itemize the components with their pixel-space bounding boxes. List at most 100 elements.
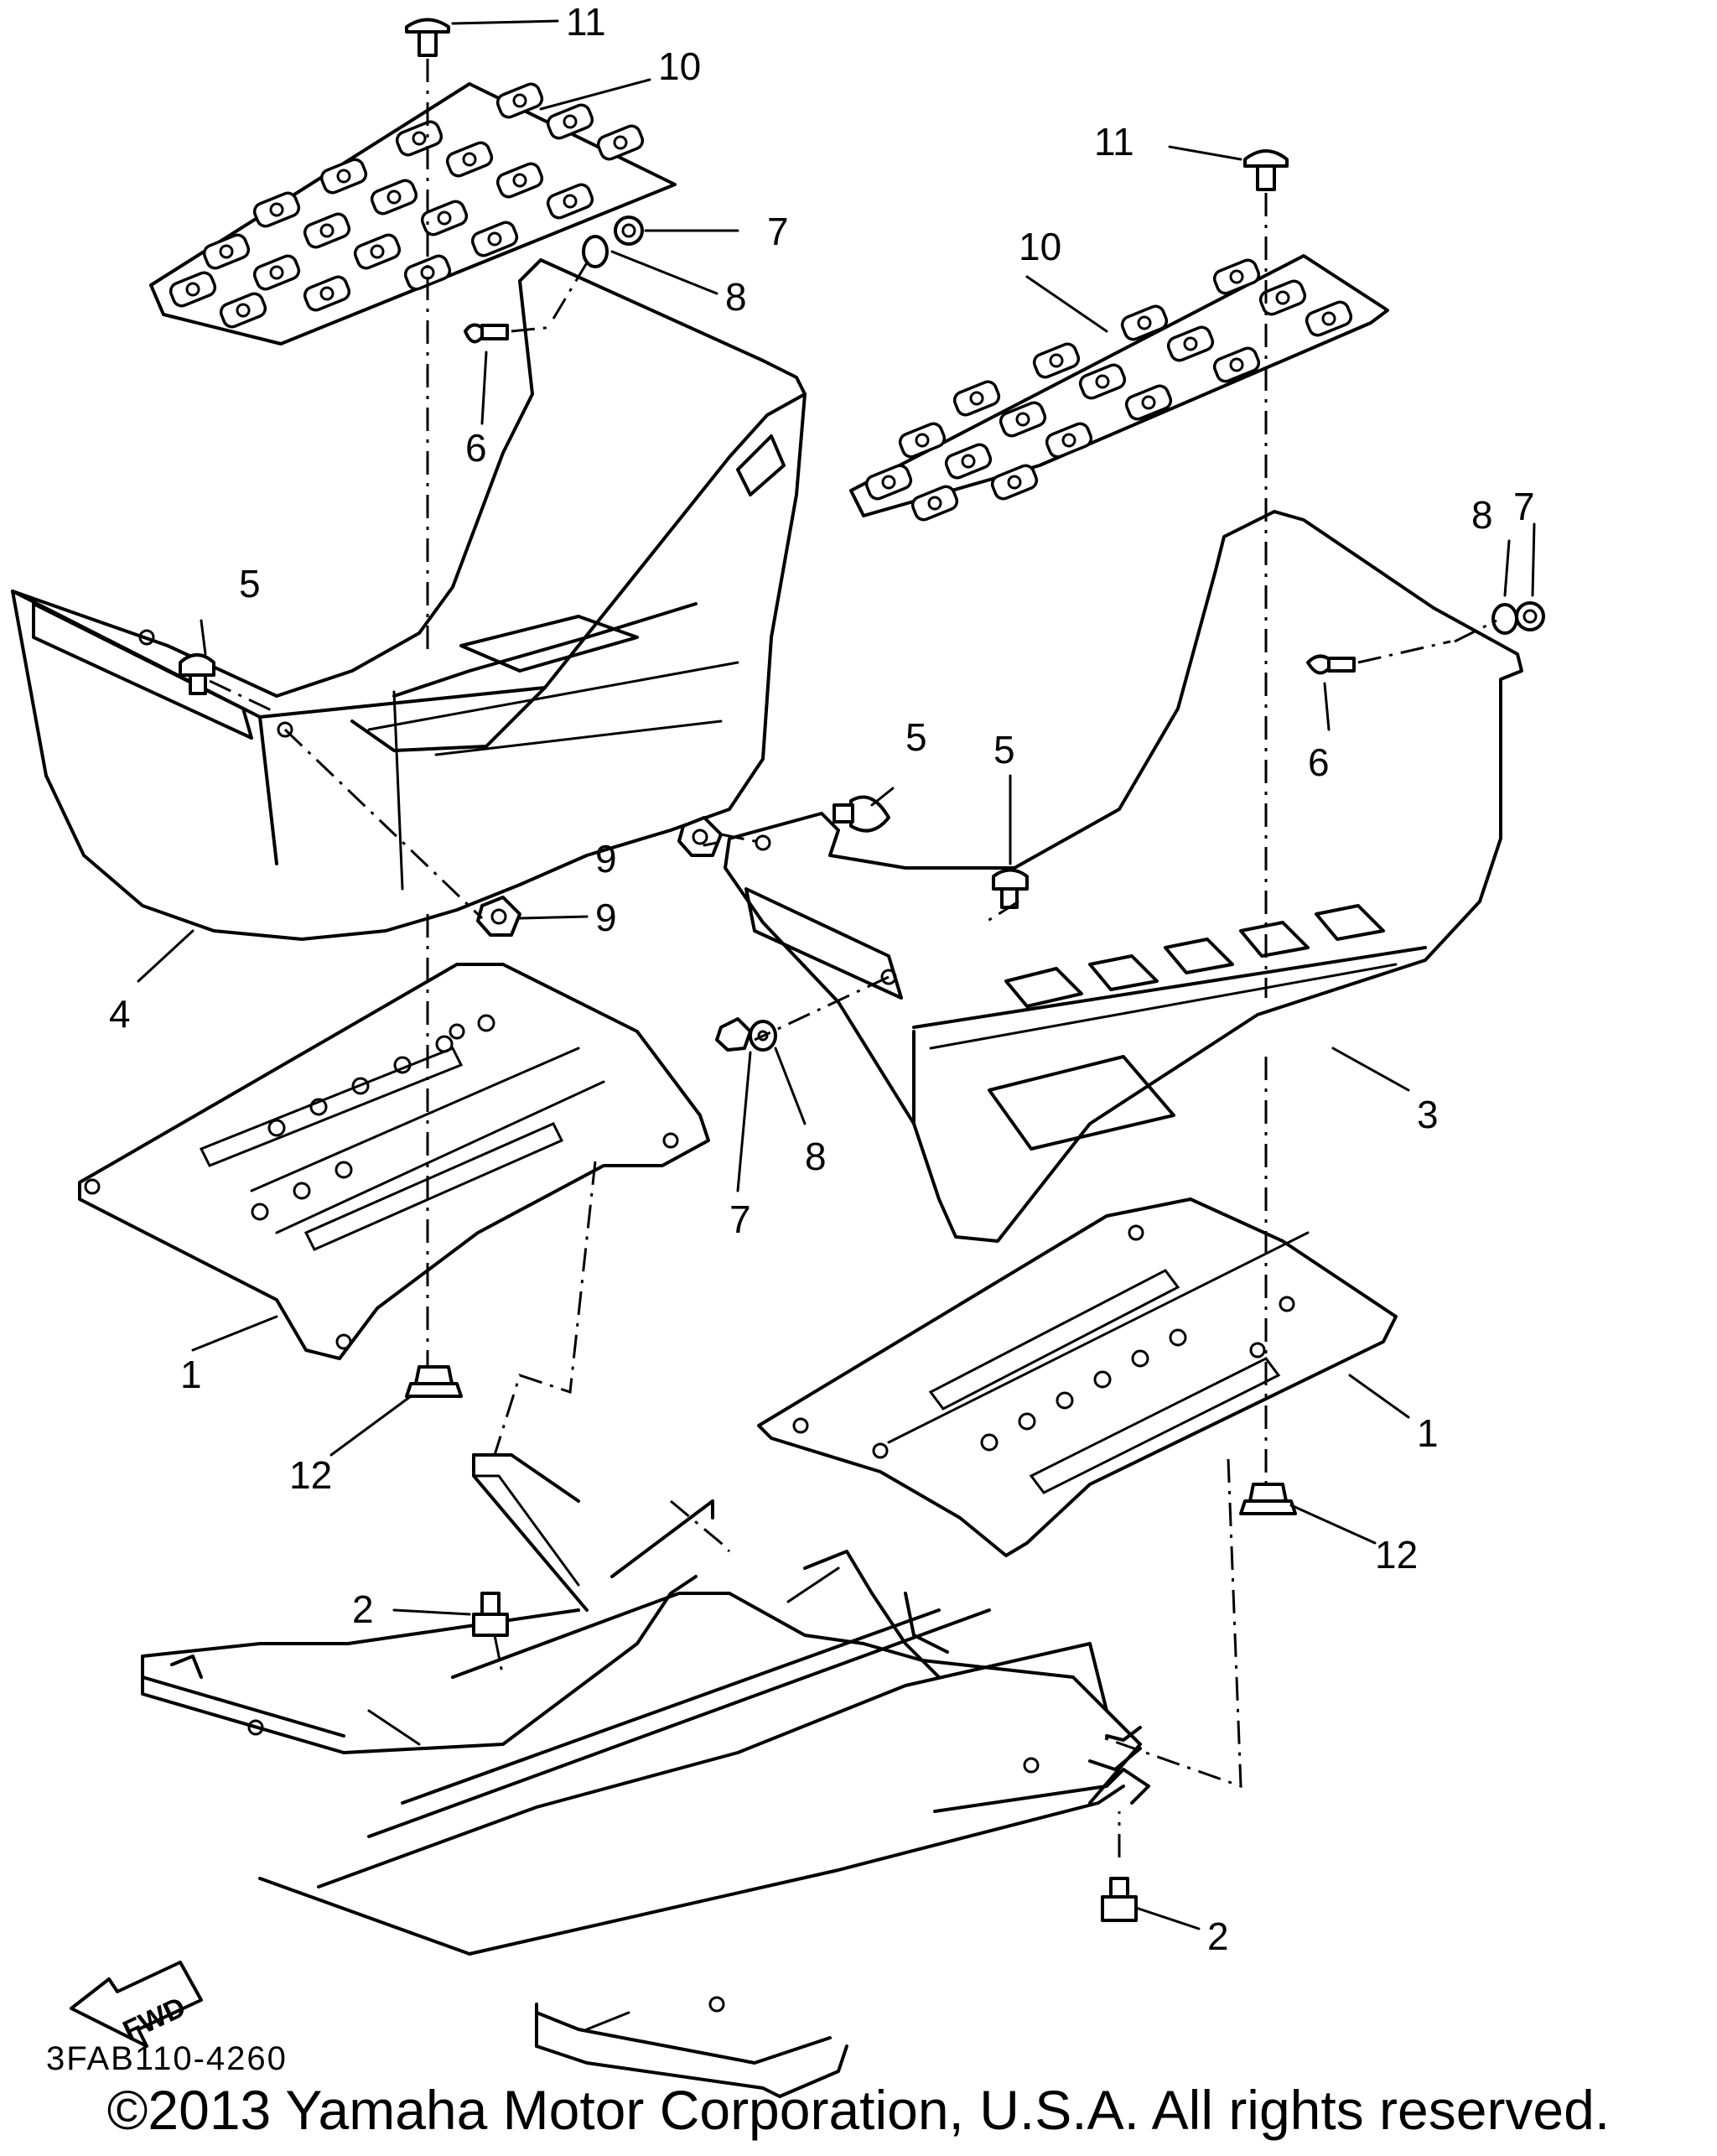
right-flap [724, 510, 1523, 1243]
mat-pad-hole [1007, 475, 1022, 490]
nut-7-left-top [614, 216, 644, 246]
mat-pad [445, 141, 494, 178]
callout-12-left: 12 [289, 1453, 332, 1497]
mat-pad-hole [219, 244, 234, 259]
mat-pad [1032, 342, 1081, 379]
fasteners [179, 18, 1545, 1922]
mat-pad [403, 254, 452, 291]
callout-6-left: 6 [465, 426, 487, 470]
bolt-5-right-a [849, 795, 890, 833]
mat-pad-hole [1183, 336, 1198, 351]
leader-lines [137, 19, 1536, 1930]
mat-pad [1212, 258, 1261, 295]
mat-pad [1078, 363, 1127, 400]
mat-pad [370, 179, 418, 216]
mat-pad-hole [386, 190, 402, 205]
mat-pad [495, 82, 544, 119]
mat-pad-hole [1229, 357, 1244, 372]
screw-11-left [405, 18, 450, 34]
mat-pad-hole [319, 286, 335, 301]
mat-pad [303, 275, 351, 312]
callouts: 11 10 7 8 6 5 9 4 1 12 2 11 10 8 7 6 5 5… [109, 0, 1535, 1958]
mat-pad-hole [1275, 290, 1290, 305]
mat-pad-hole [462, 152, 477, 167]
fwd-arrow: FWD [70, 1961, 203, 2048]
mat-pad-hole [915, 433, 930, 448]
mat-pad-hole [319, 223, 335, 238]
callout-10-left: 10 [658, 44, 701, 88]
callout-11-right: 11 [1094, 120, 1134, 164]
mat-pad [319, 158, 368, 195]
mat-pad [303, 212, 351, 249]
callout-5-right-b: 5 [993, 728, 1015, 771]
nut-7-right [1515, 601, 1545, 631]
callout-9-right: 9 [595, 837, 617, 881]
mat-pad-hole [236, 303, 251, 318]
callout-4: 4 [109, 992, 131, 1036]
callout-5-left: 5 [239, 562, 261, 605]
mat-pad [546, 183, 594, 220]
right-footrest-guard [757, 1197, 1398, 1557]
mat-pad-hole [563, 194, 578, 209]
callout-2-left: 2 [352, 1587, 374, 1631]
mat-pad [495, 162, 544, 199]
left-footrest-mat [149, 82, 677, 345]
mat-pad [1120, 304, 1169, 341]
mat-pad-hole [1137, 315, 1152, 330]
mat-pad [1124, 384, 1173, 421]
assembly-lines [209, 59, 1497, 1857]
callout-2-right: 2 [1207, 1914, 1229, 1958]
callout-1-left: 1 [180, 1353, 202, 1396]
nut-7-mid [715, 1017, 752, 1052]
mat-pad [420, 200, 469, 236]
mat-pad-hole [563, 114, 578, 129]
callout-3: 3 [1417, 1093, 1439, 1136]
mat-pad [1045, 422, 1093, 459]
callout-5-right-a: 5 [905, 715, 927, 759]
mat-pad-hole [881, 475, 896, 490]
mat-pad [252, 254, 301, 291]
nut-9-right [677, 816, 723, 857]
right-footrest-mat [849, 254, 1389, 522]
mat-pad [546, 103, 594, 140]
bolt-2-right [1109, 1877, 1129, 1899]
mat-pad [395, 120, 444, 157]
left-flap [11, 258, 807, 941]
screw-11-right [1243, 149, 1289, 168]
mat-pad [202, 233, 251, 270]
callout-11-left: 11 [566, 0, 606, 44]
mat-pad [910, 485, 959, 522]
bolt-5-right-b [992, 868, 1029, 891]
left-footrest-guard [78, 963, 710, 1360]
callout-9-left: 9 [595, 896, 617, 939]
mat-pad-hole [185, 282, 200, 297]
callout-8-mid: 8 [805, 1135, 827, 1178]
callout-7-left: 7 [767, 210, 789, 253]
callout-6-right: 6 [1308, 740, 1330, 784]
copyright-notice: ©2013 Yamaha Motor Corporation, U.S.A. A… [106, 2079, 1611, 2141]
callout-12-right: 12 [1375, 1533, 1418, 1577]
mat-pad-hole [437, 210, 452, 226]
mat-pad [898, 422, 947, 459]
mat-pad-hole [1095, 374, 1110, 389]
mat-pad-hole [1049, 353, 1064, 368]
mat-pad-hole [336, 169, 351, 184]
mat-pad-hole [927, 496, 942, 511]
mat-pad [944, 443, 993, 480]
callout-1-right: 1 [1417, 1411, 1439, 1455]
mat-pad [864, 464, 913, 501]
mat-pad [596, 124, 645, 161]
mat-pad [952, 380, 1001, 417]
mat-pad [999, 401, 1047, 438]
washer-8-right [1491, 603, 1518, 635]
callout-8-right: 8 [1471, 493, 1493, 537]
callout-8-left: 8 [725, 275, 747, 319]
mat-pad-hole [512, 93, 527, 108]
mat-pad-hole [269, 265, 284, 280]
mat-pad-hole [961, 454, 976, 469]
bolt-5-left [179, 653, 215, 677]
callout-10-right: 10 [1019, 225, 1061, 268]
callout-7-right: 7 [1513, 485, 1535, 528]
mat-pad-hole [370, 244, 385, 259]
